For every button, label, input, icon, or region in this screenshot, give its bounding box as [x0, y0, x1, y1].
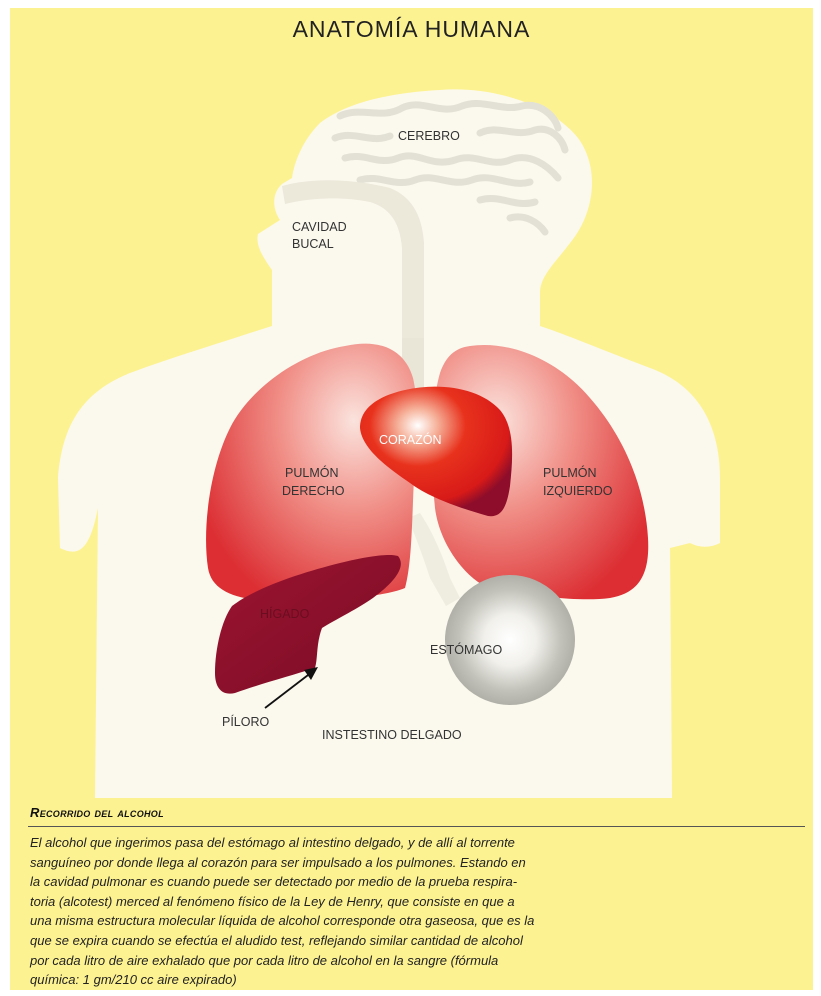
label-estomago: ESTÓMAGO [430, 642, 503, 657]
label-intestino-delgado: INSTESTINO DELGADO [322, 728, 462, 742]
label-piloro: PÍLORO [222, 714, 270, 729]
label-pulmon-derecho-line2: DERECHO [282, 484, 345, 498]
body-line: química: 1 gm/210 cc aire expirado) [30, 970, 800, 990]
stomach [445, 575, 575, 705]
body-line: por cada litro de aire exhalado que por … [30, 951, 800, 971]
label-cerebro: CEREBRO [398, 129, 460, 143]
label-cavidad-bucal-line1: CAVIDAD [292, 220, 347, 234]
label-cavidad-bucal-line2: BUCAL [292, 237, 334, 251]
label-higado: HÍGADO [260, 606, 310, 621]
section-body: El alcohol que ingerimos pasa del estóma… [30, 833, 800, 990]
body-line: El alcohol que ingerimos pasa del estóma… [30, 833, 800, 853]
section-divider [28, 826, 805, 827]
body-line: que se expira cuando se efectúa el aludi… [30, 931, 800, 951]
body-line: la cavidad pulmonar es cuando puede ser … [30, 872, 800, 892]
anatomy-figure: CEREBRO CAVIDAD BUCAL CORAZÓN PULMÓN DER… [10, 8, 813, 798]
section-heading: Recorrido del alcohol [30, 805, 164, 820]
label-pulmon-derecho-line1: PULMÓN [285, 465, 338, 480]
body-line: toria (alcotest) merced al fenómeno físi… [30, 892, 800, 912]
label-corazon: CORAZÓN [379, 432, 442, 447]
body-line: sanguíneo por donde llega al corazón par… [30, 853, 800, 873]
body-line: una misma estructura molecular líquida d… [30, 911, 800, 931]
label-pulmon-izquierdo-line2: IZQUIERDO [543, 484, 613, 498]
page: ANATOMÍA HUMANA [10, 8, 813, 990]
label-pulmon-izquierdo-line1: PULMÓN [543, 465, 596, 480]
